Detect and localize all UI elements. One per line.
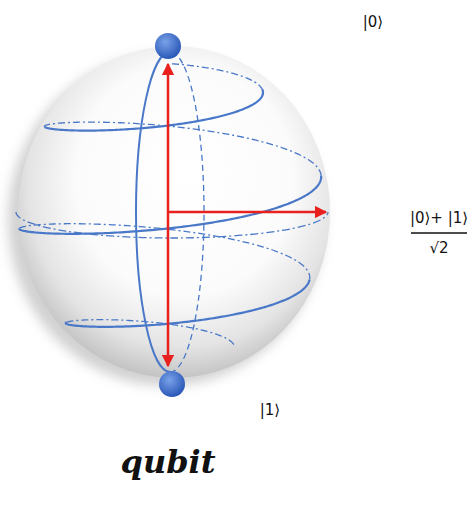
- sphere: [18, 46, 330, 378]
- state-label: |0⟩: [363, 13, 383, 31]
- z-axis-arrow: [167, 64, 170, 366]
- state-dot: [159, 371, 185, 397]
- sphere-lines: [16, 52, 328, 372]
- helix-path: [67, 320, 235, 346]
- helix-path: [19, 224, 309, 280]
- x-axis-arrow: [168, 211, 326, 214]
- caption: qubit: [121, 443, 216, 481]
- helix-path: [172, 64, 262, 89]
- state-dot: [155, 33, 181, 59]
- fraction-denominator: √2: [429, 239, 448, 257]
- fraction-bar: [411, 232, 467, 233]
- state-label: |1⟩: [260, 401, 280, 419]
- helix-path: [44, 122, 321, 176]
- helix-path: [19, 176, 321, 234]
- fraction-numerator: |0⟩+ |1⟩: [410, 209, 468, 227]
